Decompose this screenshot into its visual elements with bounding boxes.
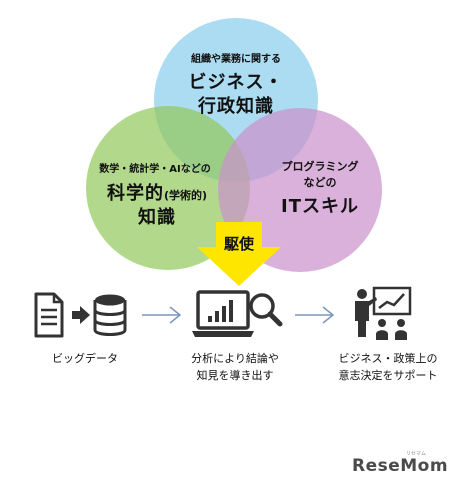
it-subtitle-line1: プログラミング — [281, 160, 359, 173]
science-title-line1: 科学的(学術的) — [92, 179, 222, 205]
document-database-icon — [34, 292, 127, 338]
business-title-line1: ビジネス・ — [188, 72, 284, 93]
it-title: ITスキル — [281, 196, 359, 217]
arrow-label: 駆使 — [223, 235, 254, 253]
science-title-line2: 知識 — [138, 207, 176, 228]
step2-label-line2: 知見を導き出す — [196, 369, 274, 382]
business-subtitle: 組織や業務に関する — [191, 54, 281, 65]
step3-label-line2: 意志決定をサポート — [338, 369, 438, 382]
flow-arrow-right-icon — [142, 306, 182, 324]
down-arrow-icon — [197, 222, 281, 286]
step1-label: ビッグデータ — [52, 352, 118, 365]
it-subtitle-line2: などの — [303, 176, 337, 189]
step3-label-line1: ビジネス・政策上の — [338, 352, 438, 365]
science-subtitle: 数学・統計学・AIなどの — [99, 164, 211, 175]
business-title-line2: 行政知識 — [198, 96, 274, 117]
resemom-logo: ReseMom — [352, 456, 449, 476]
science-title-main: 科学的 — [106, 183, 164, 204]
step2-label-line1: 分析により結論や — [191, 352, 279, 365]
flow-arrow-right-icon — [295, 306, 335, 324]
logo-subtext: リセマム — [406, 451, 427, 457]
laptop-chart-magnifier-icon — [192, 290, 283, 337]
presentation-meeting-icon — [355, 286, 412, 340]
science-title-paren: (学術的) — [163, 189, 208, 202]
venn-circle-science — [86, 106, 250, 270]
